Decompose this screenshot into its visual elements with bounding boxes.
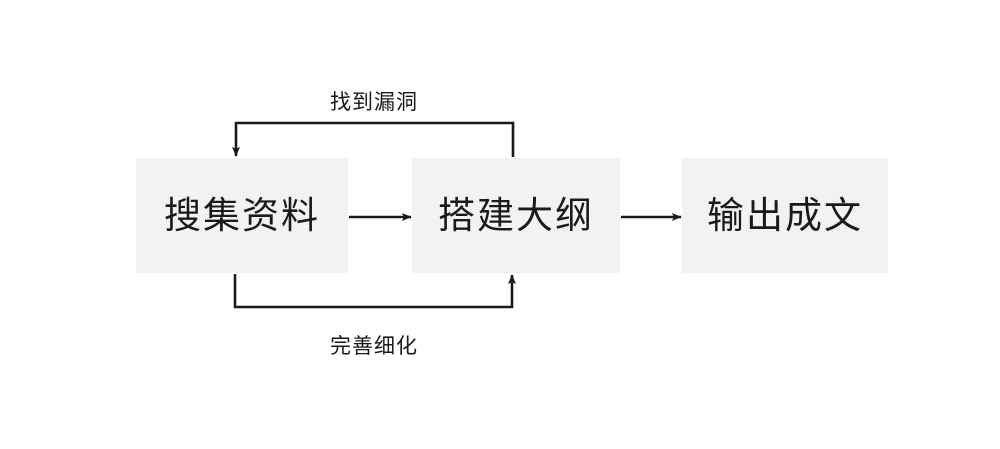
edge-label-find-gap: 找到漏洞 xyxy=(330,90,418,114)
node-gather-materials[interactable]: 搜集资料 xyxy=(136,158,348,273)
edge-outline-to-gather-feedback xyxy=(232,121,515,157)
node-gather-materials-label: 搜集资料 xyxy=(164,194,320,237)
node-build-outline-label: 搭建大纲 xyxy=(438,194,594,237)
edge-label-refine: 完善细化 xyxy=(330,334,418,358)
node-produce-article[interactable]: 输出成文 xyxy=(682,158,888,273)
edge-gather-to-outline-feedback xyxy=(233,274,516,309)
node-produce-article-label: 输出成文 xyxy=(707,194,863,237)
node-build-outline[interactable]: 搭建大纲 xyxy=(412,158,620,273)
